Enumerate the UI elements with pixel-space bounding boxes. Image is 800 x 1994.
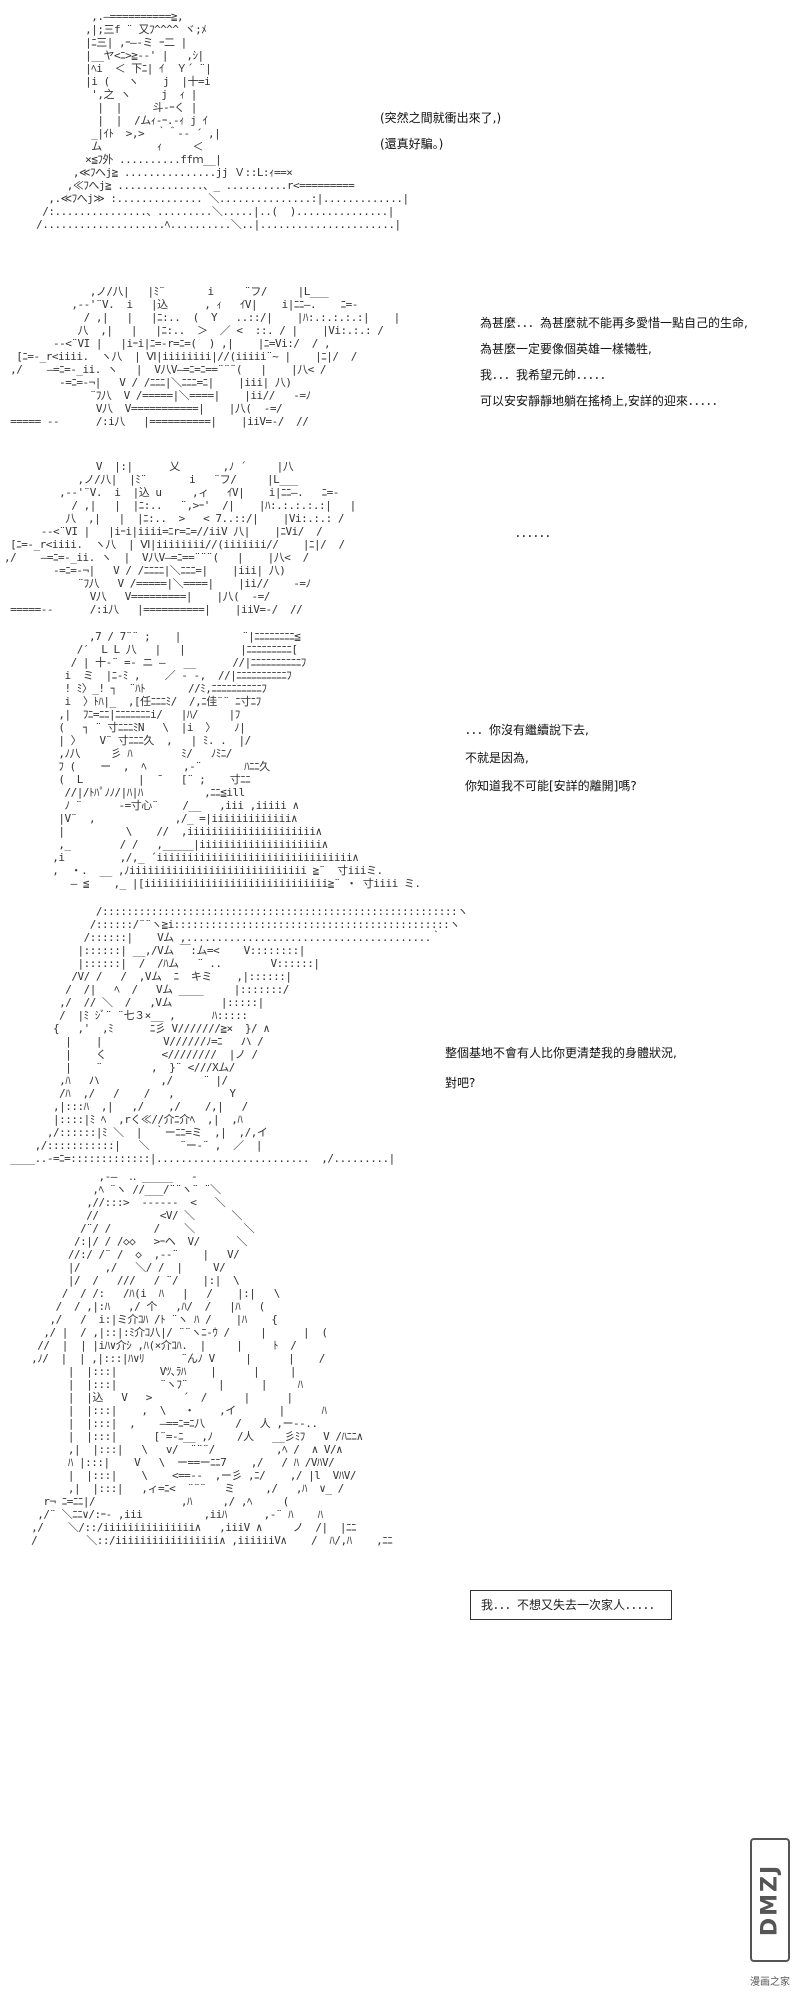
text-line: 不就是因為, — [465, 751, 529, 765]
panel-text: ．．．你沒有繼續說下去, 不就是因為, 你知道我不可能[安詳的離開]嗎? — [465, 722, 637, 794]
text-line: ．．．你沒有繼續說下去, — [465, 723, 589, 737]
watermark: DMZJ 漫画之家 — [750, 1818, 790, 1988]
text-line: 我．．．我希望元帥．．．．． — [480, 368, 613, 382]
text-line: 為甚麼．．．為甚麼就不能再多愛惜一點自己的生命, — [480, 316, 748, 330]
panel-6: ,‐― ‥ _____ - ,ﾍ ¨ヽ //___/¨¨ヽ¨ ¨＼ ,//:::… — [0, 1170, 800, 1980]
text-line: 可以安安靜靜地躺在搖椅上,安詳的迎來．．．．． — [480, 394, 724, 408]
panel-3: V |:| 乂 ,ﾉ ´ |八 ,ノ/八| |ﾐ¨ i ¨フ/ |L___ ,-… — [0, 460, 800, 616]
watermark-site-text: 漫画之家 — [750, 1977, 790, 1988]
panel-text: ．．．．．． — [515, 525, 557, 541]
text-line: 整個基地不會有人比你更清楚我的身體狀況, — [445, 1046, 677, 1060]
ascii-art-figure: /:::::::::::::::::::::::::::::::::::::::… — [10, 905, 468, 1165]
panel-1: ,.―==========≧, ,|;三f ¨ 又ﾌ^^^^ ヾ;ﾒ |ﾆ三| … — [0, 10, 800, 265]
ascii-art-figure: ,ノ/八| |ﾐ¨ i ¨フ/ |L___ ,-‐'¨V. i |込 , ｨ ｲ… — [10, 285, 400, 428]
text-line: ．．．．．． — [515, 526, 558, 540]
ascii-art-figure: V |:| 乂 ,ﾉ ´ |八 ,ノ/八| |ﾐ¨ i ¨フ/ |L___ ,-… — [4, 460, 356, 616]
panel-4: ,7 / 7¨¨ ; | ¨|ﾆﾆﾆﾆﾆﾆﾆﾆ≦ /′ L L 八 | | |ﾆ… — [0, 630, 800, 895]
watermark-logo-text: DMZJ — [757, 1863, 783, 1937]
text-line: 為甚麼一定要像個英雄一樣犧牲, — [480, 342, 652, 356]
panel-text: (突然之間就衝出來了,) (還真好騙。) — [380, 110, 501, 152]
panel-text: 為甚麼．．．為甚麼就不能再多愛惜一點自己的生命, 為甚麼一定要像個英雄一樣犧牲,… — [480, 315, 748, 409]
panel-5: /:::::::::::::::::::::::::::::::::::::::… — [0, 905, 800, 1165]
dmzj-logo-icon: DMZJ — [750, 1838, 790, 1962]
text-line: 對吧? — [445, 1076, 476, 1090]
speech-box: 我．．．不想又失去一次家人．．．．． — [470, 1590, 673, 1620]
text-line: (突然之間就衝出來了,) — [380, 111, 502, 125]
ascii-art-figure: ,.―==========≧, ,|;三f ¨ 又ﾌ^^^^ ヾ;ﾒ |ﾆ三| … — [36, 10, 409, 231]
text-line: 我．．．不想又失去一次家人．．．．． — [481, 1598, 662, 1612]
text-line: (還真好騙。) — [380, 137, 444, 151]
ascii-art-figure: ,7 / 7¨¨ ; | ¨|ﾆﾆﾆﾆﾆﾆﾆﾆ≦ /′ L L 八 | | |ﾆ… — [52, 630, 421, 890]
ascii-art-figure: ,‐― ‥ _____ - ,ﾍ ¨ヽ //___/¨¨ヽ¨ ¨＼ ,//:::… — [31, 1170, 393, 1547]
panel-2: ,ノ/八| |ﾐ¨ i ¨フ/ |L___ ,-‐'¨V. i |込 , ｨ ｲ… — [0, 285, 800, 450]
text-line: 你知道我不可能[安詳的離開]嗎? — [465, 779, 637, 793]
panel-text: 整個基地不會有人比你更清楚我的身體狀況, 對吧? — [445, 1045, 677, 1091]
